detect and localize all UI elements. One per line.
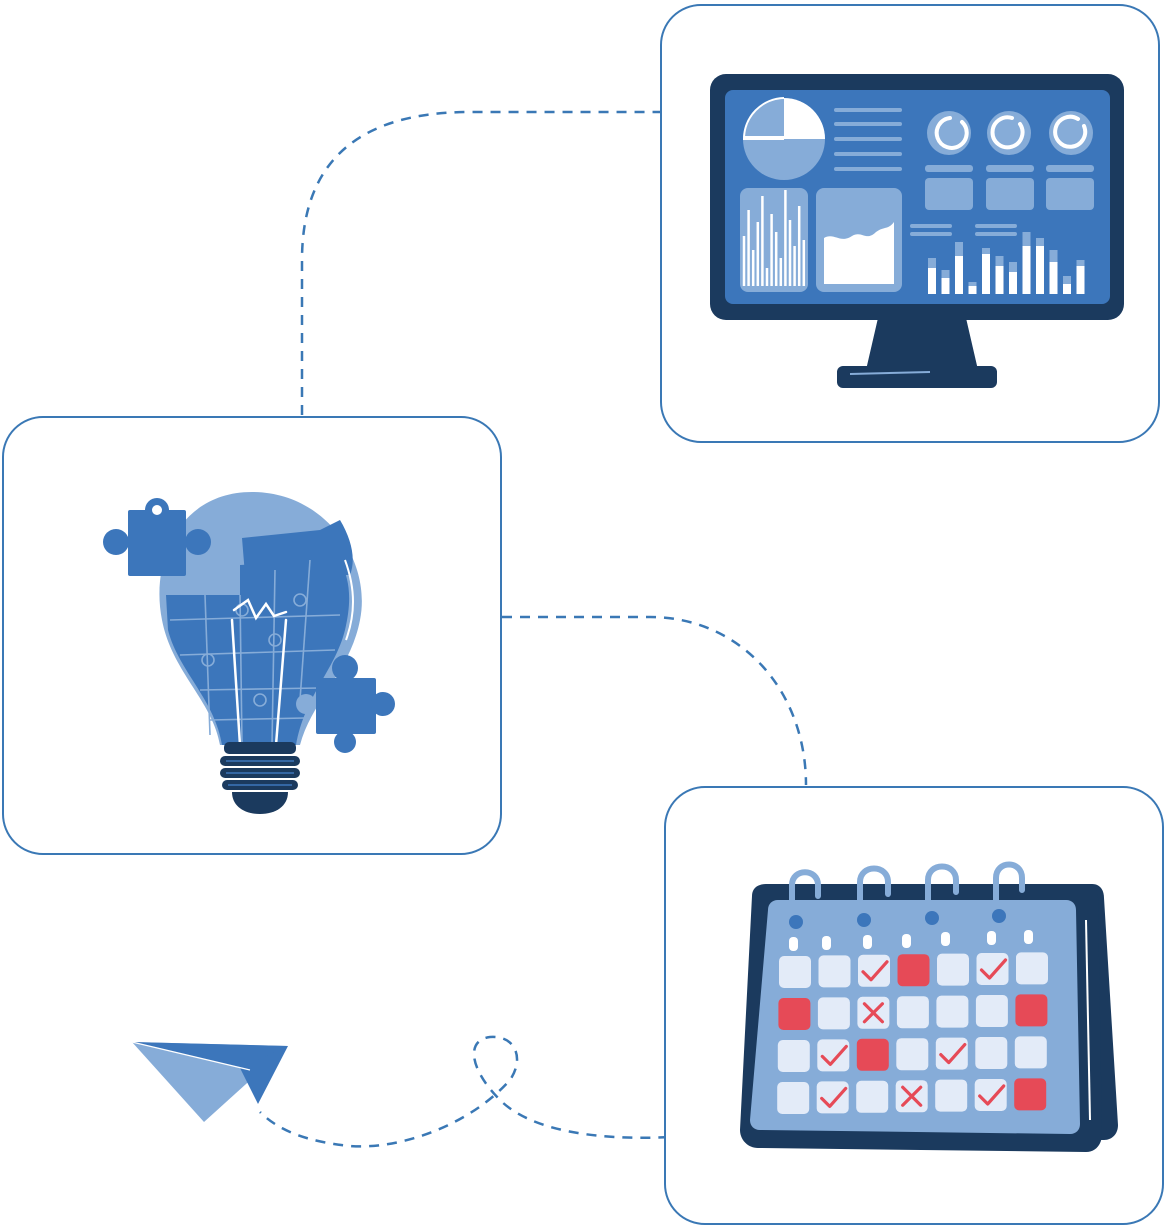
- calendar-day-cell: [974, 1079, 1007, 1111]
- calendar-day-cell: [856, 1038, 889, 1071]
- plane-tail: [240, 1046, 288, 1104]
- bar: [982, 254, 990, 294]
- bar: [968, 286, 977, 294]
- computer-monitor-dashboard-icon: [710, 74, 1124, 388]
- connector-idea-to-calendar: [502, 615, 808, 786]
- checkmark-icon: [820, 1086, 848, 1108]
- calendar-day-cell: [816, 1081, 849, 1114]
- bulb-neck: [224, 742, 296, 754]
- bar: [1076, 266, 1085, 294]
- plane-fold: [132, 1042, 288, 1070]
- calendar-day-cell: [778, 998, 811, 1030]
- calendar-day-cell: [975, 995, 1008, 1027]
- connector-paths: [259, 110, 808, 1148]
- bar: [1049, 262, 1058, 294]
- ring-gauges: [927, 111, 1093, 155]
- calendar-day-cell: [936, 995, 969, 1028]
- calendar-day-cell: [937, 953, 969, 986]
- calendar-day-cell: [856, 1080, 889, 1113]
- lightbulb-puzzle-icon: [103, 492, 395, 814]
- calendar-header-tabs: [789, 930, 1033, 951]
- bar: [1063, 284, 1071, 294]
- paper-plane-icon: [131, 1041, 288, 1122]
- calendar-day-cell: [935, 1037, 968, 1070]
- calendar-day-cell: [817, 997, 850, 1030]
- calendar-day-cell: [818, 955, 851, 988]
- area-chart: [824, 222, 894, 284]
- checkmark-icon: [979, 958, 1008, 980]
- bar-panel: [740, 188, 808, 292]
- calendar-day-cell: [935, 1079, 968, 1112]
- screen-text-lines: [834, 108, 902, 171]
- checkmark-icon: [861, 960, 889, 982]
- bar: [1022, 246, 1031, 294]
- connector-idea-to-dashboard: [300, 110, 660, 415]
- calendar-day-cell: [777, 1040, 810, 1072]
- cross-icon: [862, 1002, 884, 1024]
- bar-legend-lines: [910, 224, 1017, 236]
- calendar-day-cell: [1014, 1078, 1047, 1111]
- bar: [928, 268, 936, 294]
- thin-bar-chart: [742, 190, 806, 286]
- calendar-day-cell: [1016, 952, 1048, 985]
- calendar-day-cell: [858, 954, 890, 987]
- bar: [995, 266, 1004, 294]
- puzzle-seams: [169, 559, 341, 746]
- bar: [1036, 246, 1044, 294]
- checkmark-icon: [978, 1084, 1006, 1106]
- calendar-day-cell: [1014, 1036, 1047, 1069]
- bulb-cap: [232, 792, 288, 814]
- calendar-day-cell: [896, 996, 929, 1029]
- calendar-day-cell: [817, 1039, 850, 1072]
- stacked-bar-chart: [928, 232, 1085, 294]
- calendar-day-cell: [976, 953, 1009, 985]
- calendar-day-grid: [777, 952, 1048, 1114]
- monitor-base: [837, 366, 997, 388]
- checkmark-icon: [939, 1043, 967, 1065]
- checkmark-icon: [820, 1044, 848, 1066]
- calendar-day-cell: [975, 1037, 1008, 1069]
- calendar-schedule-icon: [740, 861, 1118, 1152]
- bulb-filament: [230, 598, 288, 747]
- calendar-rings: [789, 861, 1025, 929]
- bar: [1009, 272, 1017, 294]
- calendar-day-cell: [897, 954, 930, 987]
- puzzle-piece-bottom: [316, 655, 395, 753]
- cross-icon: [901, 1085, 923, 1107]
- monitor-stand: [866, 318, 978, 370]
- calendar-day-cell: [896, 1038, 929, 1071]
- calendar-day-cell: [777, 1082, 810, 1114]
- bar: [941, 278, 950, 294]
- gauge-cards: [925, 165, 1094, 210]
- pie-slice: [784, 98, 825, 139]
- calendar-day-cell: [1015, 994, 1048, 1027]
- calendar-day-cell: [779, 956, 811, 988]
- bar: [955, 256, 963, 294]
